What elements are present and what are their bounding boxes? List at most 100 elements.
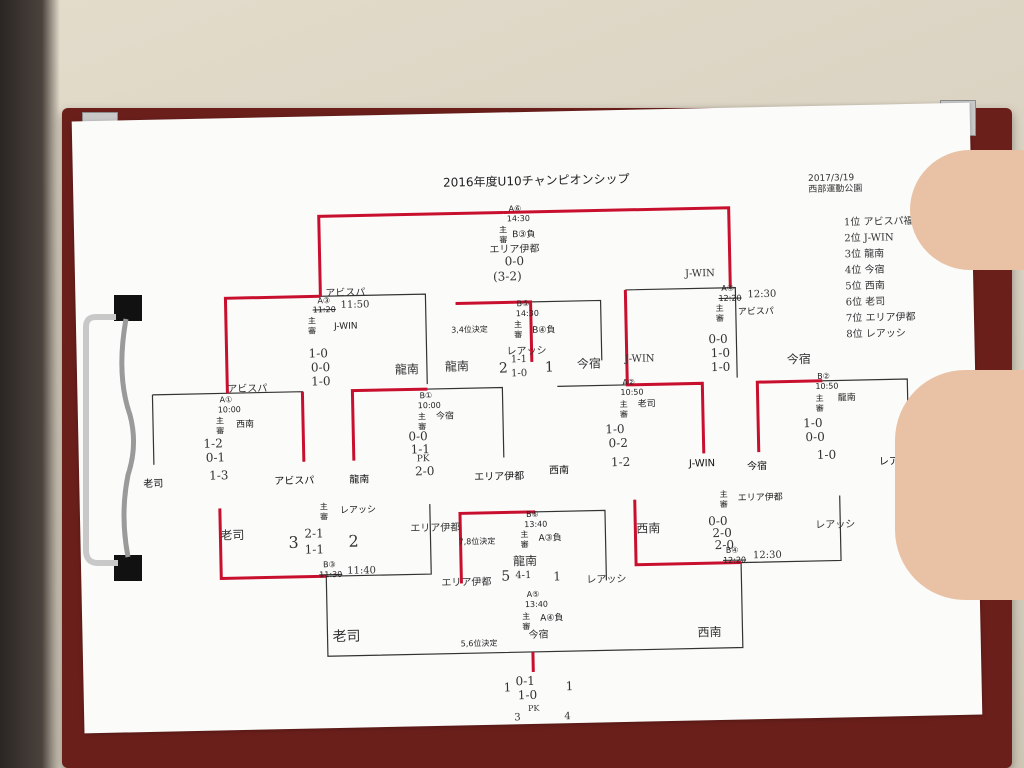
match-a6-note: B③負: [512, 229, 536, 241]
match-b4-note: エリア伊都: [737, 492, 783, 504]
final56-pk-left: 3: [514, 712, 521, 724]
match-b6-note: A③負: [538, 533, 562, 544]
team-nishi: 西南: [549, 465, 570, 477]
match-b5-sub1: 1-1: [510, 353, 527, 366]
match-b3-score-right: 2: [348, 531, 359, 551]
match-a1-code: A①: [219, 395, 233, 405]
hand-ryunan-b5: 龍南: [444, 359, 470, 374]
hand-imajuku-a4: 今宿: [786, 352, 811, 367]
hand-roji-left: 老司: [220, 527, 245, 543]
ranking-4: 4位 今宿: [844, 264, 885, 277]
hand-area-right: エリア伊都: [410, 522, 461, 535]
match-a5-label: 5,6位決定: [460, 638, 498, 649]
shadow-area: [0, 0, 60, 768]
hand-abispa-a1: アビスパ: [227, 383, 268, 396]
match-a6-score: 0-0: [504, 254, 525, 269]
match-b6-score-right: 1: [553, 569, 562, 584]
hand-ryunan-a3: 龍南: [394, 362, 420, 377]
match-a2-score1: 1-0: [605, 421, 625, 437]
bracket-lines: [151, 206, 910, 672]
match-a2-score2: 0-2: [608, 435, 629, 451]
match-a6-code: A⑥: [508, 204, 522, 214]
hand-imajuku-b5: 今宿: [576, 356, 602, 371]
match-a3-note: J-WIN: [333, 321, 358, 333]
match-a1-note: 西南: [235, 419, 255, 431]
hand-reashi-b4: レアッシ: [815, 519, 856, 531]
match-b6-score: 5: [501, 568, 511, 585]
team-abispa: アビスパ: [274, 475, 315, 488]
match-a3-ref: 主審: [307, 316, 317, 336]
hand-area-b6: エリア伊都: [441, 576, 492, 589]
match-a4-note: アビスパ: [737, 306, 774, 318]
ranking-6: 6位 老司: [845, 296, 886, 309]
match-b4-time-old: 12:20: [722, 555, 747, 565]
ranking-2: 2位 J-WIN: [844, 232, 894, 245]
hand-ryunan-b6: 龍南: [512, 553, 538, 569]
ranking-8: 8位 レアッシ: [846, 328, 906, 341]
match-a5-code: A⑤: [526, 589, 540, 600]
team-area-itoh: エリア伊都: [474, 471, 525, 484]
hand-roji-bottom: 老司: [332, 628, 361, 646]
sheet-date-venue: 2017/3/19 西部運動公園: [808, 173, 862, 196]
match-a1-ref: 主審: [215, 416, 225, 436]
match-a4-score2: 1-0: [710, 345, 731, 361]
match-b2-score2: 0-0: [805, 429, 825, 445]
match-a1-time: 10:00: [217, 404, 241, 415]
match-b1-pk: PK: [416, 454, 430, 465]
hand-finger-bottom: [895, 370, 1024, 600]
match-a2-ref: 主審: [619, 399, 629, 420]
match-a2-note: 老司: [637, 399, 656, 410]
match-a3-score1: 1-0: [308, 346, 329, 361]
match-a4-time-new: 12:30: [747, 288, 777, 301]
match-a4-score1: 0-0: [708, 331, 728, 347]
match-b3-ref: 主審: [319, 502, 329, 522]
match-b5-time: 14:30: [515, 308, 539, 319]
match-a5-time: 13:40: [524, 599, 549, 610]
match-b6-time: 13:40: [524, 519, 548, 530]
match-b1-time: 10:00: [417, 400, 441, 411]
final56-score1: 0-1: [515, 673, 535, 689]
ranking-3: 3位 龍南: [844, 248, 885, 261]
match-b2-time: 10:50: [815, 381, 839, 391]
match-a3-score3: 1-0: [311, 374, 331, 389]
match-a1-score2: 0-1: [205, 450, 226, 465]
hand-nishi-bottom: 西南: [697, 624, 722, 640]
match-b2-code: B②: [817, 371, 830, 381]
clipboard-clip: [83, 295, 142, 581]
match-b4-time-new: 12:30: [752, 549, 782, 562]
hand-reashi-b6: レアッシ: [586, 573, 627, 586]
match-b1-code: B①: [419, 390, 433, 401]
match-b5-code: B⑤: [516, 298, 530, 309]
match-b3-sub2: 1-1: [304, 542, 325, 557]
hand-nishi-b4: 西南: [636, 521, 661, 536]
match-a3-score2: 0-0: [310, 360, 331, 375]
final56-right: 1: [565, 679, 574, 694]
match-a6-pk: (3-2): [492, 269, 522, 284]
final56-pk: PK: [527, 703, 540, 714]
match-b5-sub2: 1-0: [510, 367, 528, 380]
final56-pk-right: 4: [564, 711, 571, 723]
sheet-venue: 西部運動公園: [808, 183, 863, 196]
match-b5-label: 3,4位決定: [451, 324, 488, 335]
match-a2-code: A②: [622, 377, 636, 387]
match-b2-score1: 1-0: [803, 415, 823, 431]
match-a6-time: 14:30: [506, 213, 530, 224]
bracket-sheet: 2016年度U10チャンピオンシップ 2017/3/19 西部運動公園 1位 ア…: [71, 102, 983, 734]
match-a5-note: A④負: [540, 613, 564, 624]
match-b2-note: 龍南: [837, 393, 856, 404]
match-b6-label: 7,8位決定: [458, 536, 496, 547]
hand-abispa-top: アビスパ: [325, 287, 366, 300]
match-a4-ref: 主審: [715, 303, 725, 324]
match-b3-note: レアッシ: [339, 505, 377, 516]
match-b5-ref: 主審: [513, 320, 523, 340]
match-a1-score3: 1-3: [208, 468, 229, 483]
team-jwin: J-WIN: [688, 458, 716, 470]
match-b6-ref: 主審: [520, 529, 529, 550]
match-b6-sub: 4-1: [515, 569, 532, 582]
ranking-5: 5位 西南: [845, 280, 885, 293]
match-b2-ref: 主審: [815, 393, 824, 413]
match-b5-score-right: 1: [544, 359, 555, 376]
hand-finger-top: [910, 150, 1024, 270]
match-b4-ref: 主審: [719, 489, 728, 509]
match-a4-time-old: 12:20: [718, 293, 742, 303]
